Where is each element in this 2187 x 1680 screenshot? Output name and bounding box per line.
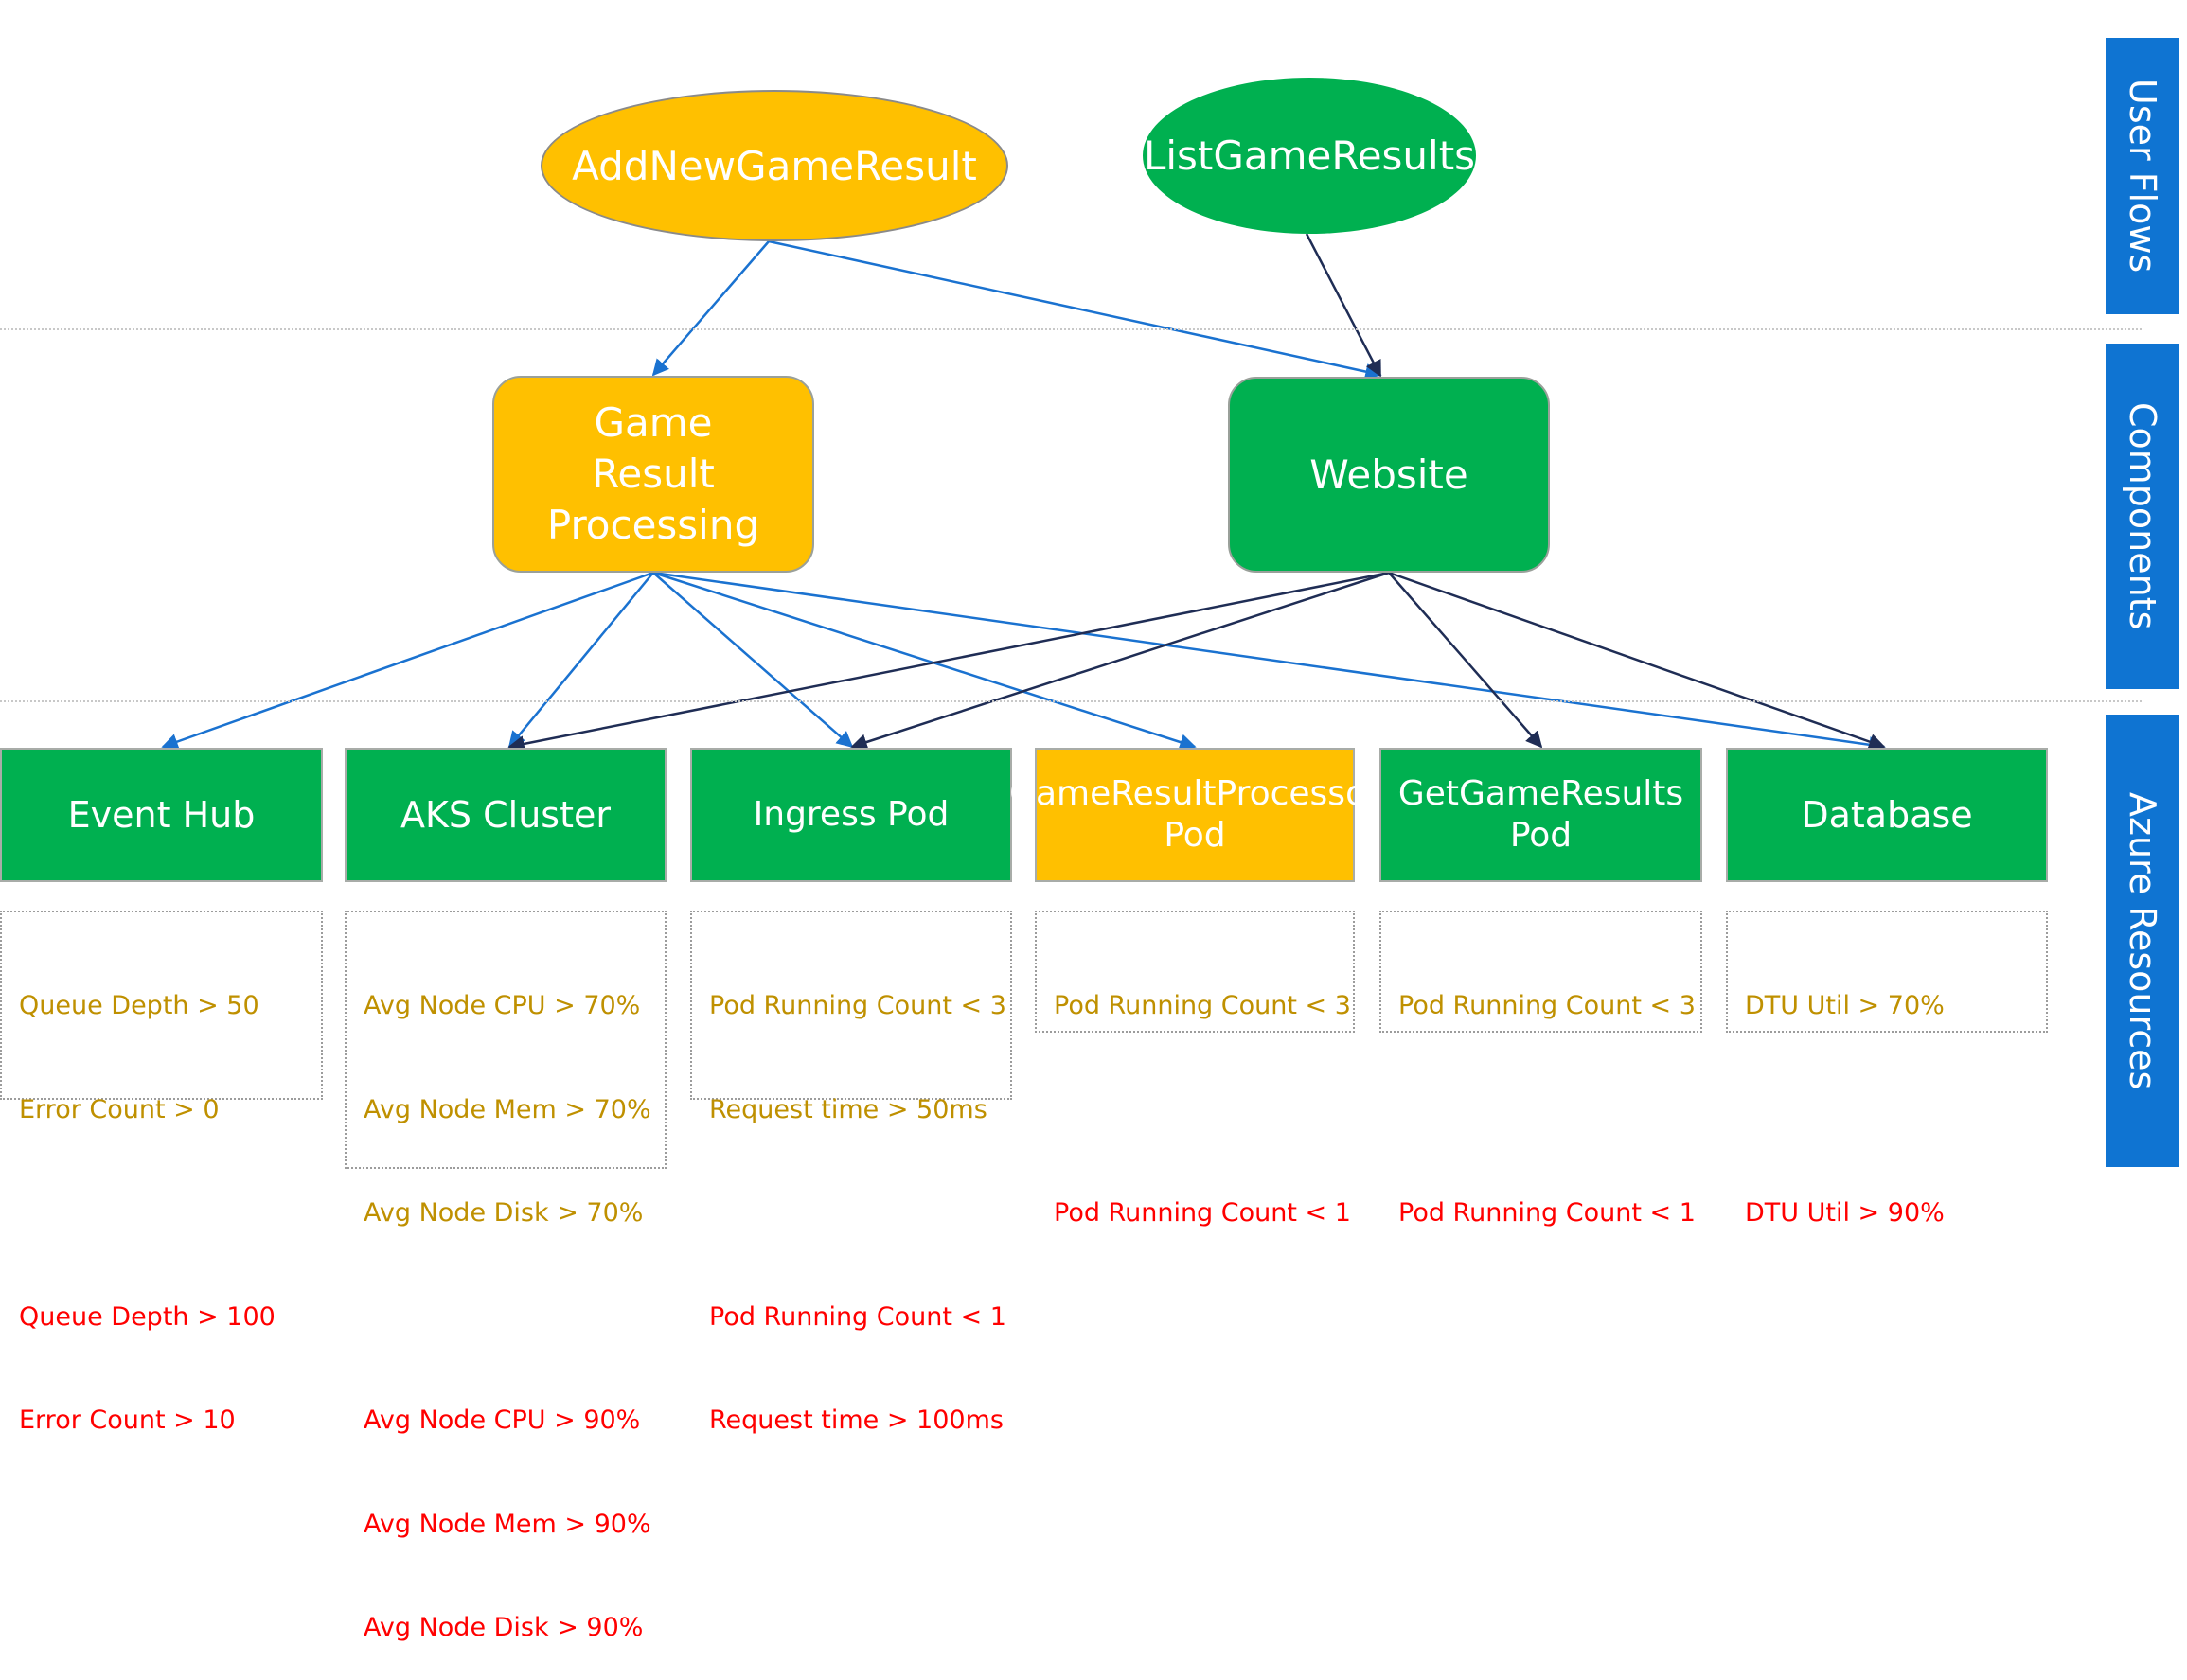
component-gameresultprocessing-label: Game Result Processing: [546, 399, 760, 548]
edge-gameresultprocessing-to-akscluster: [507, 572, 654, 749]
alerts-gameresultprocessorpod: Pod Running Count < 3 Pod Running Count …: [1035, 911, 1355, 1228]
alert-warning: Avg Node Mem > 70%: [364, 1094, 651, 1124]
edge-gameresultprocessing-to-database: [652, 571, 1886, 753]
band-components-label: Components: [2122, 402, 2163, 630]
edge-addnewgameresult-to-website: [768, 239, 1382, 380]
alert-critical: Avg Node Mem > 90%: [364, 1509, 651, 1539]
alert-critical: Avg Node Disk > 90%: [364, 1613, 644, 1642]
alerts-eventhub: Queue Depth > 50 Error Count > 0 Queue D…: [0, 911, 323, 1435]
component-website-label: Website: [1309, 451, 1468, 498]
resource-database-label: Database: [1801, 794, 1973, 836]
band-azure-resources-label: Azure Resources: [2122, 791, 2163, 1090]
alert-warning: Error Count > 0: [19, 1094, 220, 1124]
alert-critical: Request time > 100ms: [709, 1406, 1004, 1435]
edge-website-to-database: [1388, 571, 1886, 751]
resource-eventhub-label: Event Hub: [67, 794, 256, 836]
alert-warning: Queue Depth > 50: [19, 991, 259, 1020]
edge-website-to-ingresspod: [850, 571, 1390, 751]
alert-warning: DTU Util > 70%: [1745, 991, 1945, 1020]
alerts-akscluster: Avg Node CPU > 70% Avg Node Mem > 70% Av…: [345, 911, 667, 1642]
resource-akscluster[interactable]: AKS Cluster: [345, 748, 667, 882]
alert-warning: Pod Running Count < 3: [709, 991, 1006, 1020]
edge-listgameresults-to-website: [1305, 233, 1382, 378]
separator-components-resources: [0, 700, 2142, 702]
alert-spacer: [1745, 1093, 2046, 1128]
alert-critical: Pod Running Count < 1: [1054, 1198, 1351, 1228]
edge-gameresultprocessing-to-ingresspod: [652, 572, 854, 749]
alert-spacer: [1054, 1093, 1353, 1128]
resource-getgameresultspod-label: GetGameResults Pod: [1397, 774, 1684, 855]
resource-gameresultprocessorpod[interactable]: GameResultProcessor Pod: [1009, 748, 1380, 882]
alerts-database: DTU Util > 70% DTU Util > 90%: [1726, 911, 2048, 1228]
alert-critical: Error Count > 10: [19, 1406, 236, 1435]
band-azure-resources: Azure Resources: [2106, 715, 2179, 1167]
alert-spacer: [19, 1196, 321, 1231]
alert-warning: Request time > 50ms: [709, 1094, 987, 1124]
component-gameresultprocessing[interactable]: Game Result Processing: [492, 376, 814, 573]
resource-gameresultprocessorpod-label: GameResultProcessor Pod: [1009, 774, 1380, 855]
separator-userflows-components: [0, 328, 2142, 330]
dependency-edges: [161, 233, 1886, 753]
band-user-flows: User Flows: [2106, 38, 2179, 314]
alert-warning: Pod Running Count < 3: [1054, 991, 1351, 1020]
band-components: Components: [2106, 344, 2179, 689]
userflow-listgameresults[interactable]: ListGameResults: [1143, 78, 1476, 234]
resource-ingresspod[interactable]: Ingress Pod: [690, 748, 1012, 882]
alert-spacer: [1398, 1093, 1700, 1128]
alert-warning: Avg Node CPU > 70%: [364, 991, 641, 1020]
edge-gameresultprocessing-to-processorpod: [652, 571, 1197, 751]
alert-critical: Queue Depth > 100: [19, 1301, 276, 1332]
userflow-addnewgameresult[interactable]: AddNewGameResult: [541, 90, 1008, 241]
alerts-getgameresultspod: Pod Running Count < 3 Pod Running Count …: [1379, 911, 1702, 1228]
edge-website-to-getgameresultspod: [1388, 572, 1543, 749]
alert-critical: Avg Node CPU > 90%: [364, 1406, 641, 1435]
resource-getgameresultspod[interactable]: GetGameResults Pod: [1379, 748, 1702, 882]
edge-addnewgameresult-to-gameresultprocessing: [651, 240, 770, 377]
resource-akscluster-label: AKS Cluster: [400, 794, 611, 836]
userflow-listgameresults-label: ListGameResults: [1143, 133, 1476, 179]
resource-eventhub[interactable]: Event Hub: [0, 748, 323, 882]
alerts-ingresspod: Pod Running Count < 3 Request time > 50m…: [690, 911, 1012, 1435]
alert-warning: Pod Running Count < 3: [1398, 991, 1696, 1020]
edge-website-to-akscluster: [507, 571, 1390, 752]
resource-database[interactable]: Database: [1726, 748, 2048, 882]
resource-ingresspod-label: Ingress Pod: [753, 795, 950, 834]
alert-critical: DTU Util > 90%: [1745, 1198, 1945, 1228]
edge-gameresultprocessing-to-eventhub: [161, 571, 654, 750]
band-user-flows-label: User Flows: [2122, 79, 2163, 274]
alert-spacer: [364, 1300, 665, 1335]
alert-spacer: [709, 1196, 1010, 1231]
alert-critical: Pod Running Count < 1: [1398, 1198, 1696, 1228]
userflow-addnewgameresult-label: AddNewGameResult: [572, 142, 977, 189]
alert-critical: Pod Running Count < 1: [709, 1301, 1006, 1332]
component-website[interactable]: Website: [1228, 377, 1550, 573]
alert-warning: Avg Node Disk > 70%: [364, 1198, 644, 1228]
